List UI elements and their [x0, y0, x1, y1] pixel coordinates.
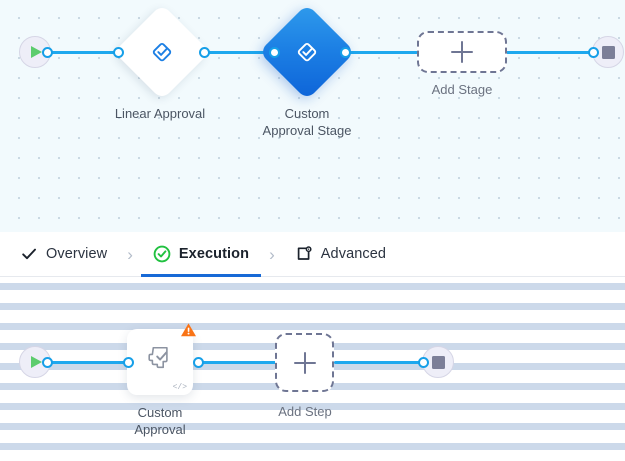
tab-separator: › — [127, 244, 133, 264]
edge-custom-approval-to-add-stage — [340, 51, 418, 54]
step-node-custom-approval[interactable]: </> — [127, 323, 196, 395]
edge-custom-approval-to-add-step — [198, 361, 276, 364]
edge-linear-to-custom-approval — [204, 51, 274, 54]
stop-icon — [601, 45, 615, 59]
add-step-button[interactable] — [275, 333, 334, 392]
edge-start-to-linear-approval — [46, 51, 118, 54]
settings-square-icon — [295, 245, 313, 263]
approval-diamond-check-icon — [148, 38, 176, 66]
check-circle-icon — [153, 245, 171, 263]
edge-add-step-to-end — [334, 361, 422, 364]
step-node-label-custom-approval: Custom Approval — [134, 405, 186, 437]
stage-node-custom-approval-stage[interactable] — [258, 3, 356, 101]
plus-icon — [451, 41, 473, 63]
plus-icon — [293, 351, 316, 374]
add-stage-label: Add Stage — [431, 82, 493, 97]
add-stage-button[interactable] — [417, 31, 507, 73]
step-start-node[interactable] — [19, 346, 51, 378]
stage-designer-canvas[interactable]: Linear Approval Custom Approval Stage Ad… — [0, 0, 625, 232]
stop-icon — [431, 355, 445, 369]
play-icon — [31, 46, 42, 58]
tab-overview[interactable]: Overview — [16, 232, 111, 277]
tab-advanced[interactable]: Advanced — [291, 232, 390, 277]
port-linear-approval-out[interactable] — [199, 47, 210, 58]
port-custom-approval-in[interactable] — [123, 357, 134, 368]
tab-execution[interactable]: Execution — [140, 232, 262, 277]
port-stage-end-in[interactable] — [588, 47, 599, 58]
add-step-label: Add Step — [278, 404, 332, 419]
play-icon — [31, 356, 42, 368]
tab-execution-label: Execution — [178, 246, 250, 262]
step-designer-canvas[interactable]: </> Custom Approval Add Step — [0, 277, 625, 461]
port-stage-start-out[interactable] — [42, 47, 53, 58]
code-badge: </> — [172, 383, 187, 392]
approval-diamond-check-icon — [293, 38, 321, 66]
port-custom-approval-stage-out[interactable] — [340, 47, 351, 58]
port-step-start-out[interactable] — [42, 357, 53, 368]
warning-triangle-icon[interactable] — [180, 322, 197, 343]
port-step-end-in[interactable] — [418, 357, 429, 368]
stage-node-label-custom-approval-stage: Custom Approval Stage — [262, 106, 352, 138]
port-custom-approval-stage-in[interactable] — [269, 47, 280, 58]
stage-start-node[interactable] — [19, 36, 51, 68]
stage-node-linear-approval[interactable] — [113, 3, 211, 101]
port-custom-approval-out[interactable] — [193, 357, 204, 368]
stage-node-label-linear-approval: Linear Approval — [114, 106, 206, 121]
tab-separator: › — [269, 244, 275, 264]
edge-start-to-custom-approval — [46, 361, 128, 364]
check-icon — [20, 245, 38, 263]
workflow-tab-bar: Overview › Execution › Advanced — [0, 232, 625, 277]
edge-add-stage-to-end — [506, 51, 592, 54]
script-check-icon — [143, 341, 177, 380]
tab-overview-label: Overview — [46, 246, 108, 262]
port-linear-approval-in[interactable] — [113, 47, 124, 58]
tab-advanced-label: Advanced — [320, 246, 387, 262]
